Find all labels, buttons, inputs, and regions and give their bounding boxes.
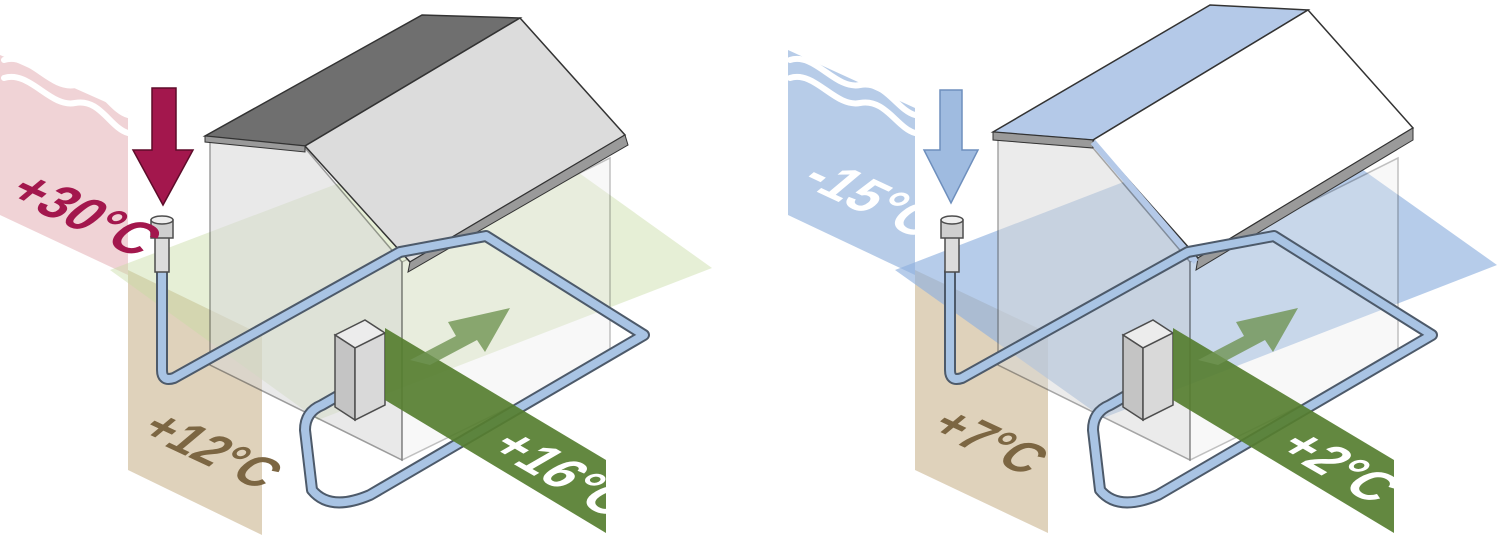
house-roof-eave	[204, 135, 306, 153]
winter-panel: -15°C +7°C +2°C	[787, 4, 1497, 533]
flow-arrow-icon	[410, 308, 510, 365]
house-roof-eave	[992, 131, 1094, 149]
heat-wave-icon	[787, 55, 918, 136]
down-arrow-icon	[131, 87, 195, 207]
winter-earth-pipe	[944, 230, 1438, 509]
summer-earth-pipe	[156, 230, 650, 509]
down-arrow-icon	[922, 89, 980, 205]
air-intake-icon	[940, 215, 964, 273]
summer-panel: +30°C +12°C +16°C	[0, 14, 712, 535]
winter-supply-band	[1173, 328, 1394, 533]
summer-supply-band	[385, 328, 606, 533]
air-intake-icon	[150, 215, 174, 273]
heat-wave-icon	[1, 55, 131, 136]
heat-exchanger-icon	[1121, 319, 1175, 422]
heat-exchanger-icon	[333, 319, 387, 422]
snow-edge	[1090, 140, 1199, 264]
flow-arrow-icon	[1198, 308, 1298, 365]
